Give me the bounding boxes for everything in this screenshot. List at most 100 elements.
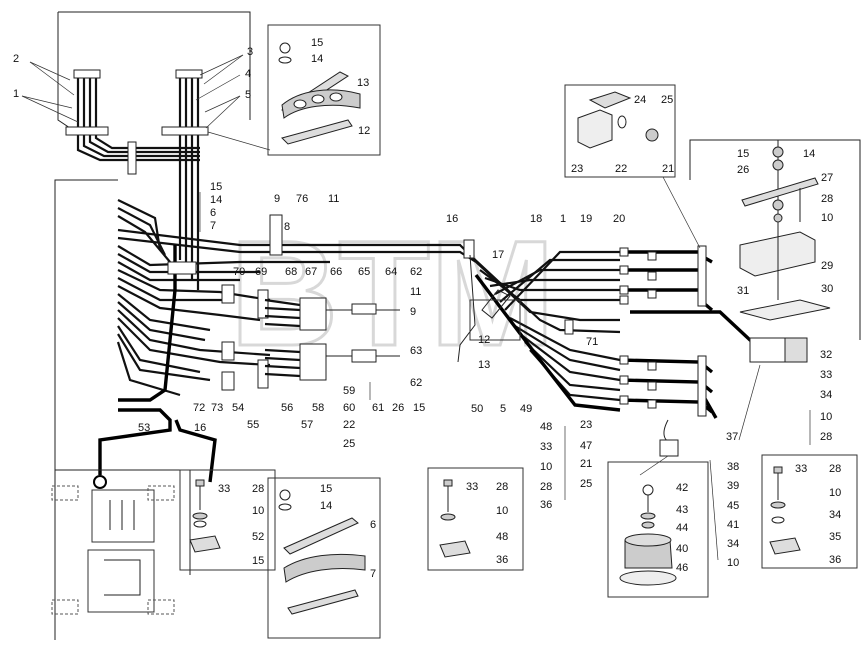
callout-label: 18 bbox=[530, 213, 542, 225]
callout-label: 24 bbox=[634, 94, 646, 106]
callout-label: 10 bbox=[820, 411, 832, 423]
callout-label: 36 bbox=[496, 554, 508, 566]
callout-label: 76 bbox=[296, 193, 308, 205]
callout-label: 35 bbox=[829, 531, 841, 543]
leader-lines bbox=[199, 192, 811, 561]
callout-label: 21 bbox=[580, 458, 592, 470]
vehicle-outline bbox=[51, 469, 191, 615]
callout-label: 16 bbox=[194, 422, 206, 434]
callout-label: 30 bbox=[821, 283, 833, 295]
callout-label: 36 bbox=[540, 499, 552, 511]
callout-label: 34 bbox=[820, 389, 832, 401]
callout-label: 13 bbox=[357, 77, 369, 89]
callout-label: 14 bbox=[311, 53, 323, 65]
callout-labels: 2 1 3 4 5 15 14 13 12 15 14 6 7 9 76 11 … bbox=[13, 37, 841, 580]
callout-label: 9 bbox=[410, 306, 416, 318]
callout-label: 19 bbox=[580, 213, 592, 225]
callout-label: 33 bbox=[795, 463, 807, 475]
callout-label: 40 bbox=[676, 543, 688, 555]
callout-label: 47 bbox=[580, 440, 592, 452]
callout-label: 5 bbox=[245, 89, 251, 101]
callout-label: 28 bbox=[252, 483, 264, 495]
detail-box-clamp-top bbox=[267, 24, 381, 156]
callout-label: 49 bbox=[520, 403, 532, 415]
callout-label: 13 bbox=[478, 359, 490, 371]
callout-label: 52 bbox=[252, 531, 264, 543]
callout-label: 15 bbox=[210, 181, 222, 193]
callout-label: 15 bbox=[737, 148, 749, 160]
callout-label: 2 bbox=[13, 53, 19, 65]
callout-label: 57 bbox=[301, 419, 313, 431]
bolt-detail-left bbox=[179, 469, 276, 571]
callout-label: 34 bbox=[829, 509, 841, 521]
callout-label: 15 bbox=[320, 483, 332, 495]
callout-label: 1 bbox=[560, 213, 566, 225]
callout-label: 28 bbox=[821, 193, 833, 205]
callout-label: 68 bbox=[285, 266, 297, 278]
callout-label: 4 bbox=[245, 68, 251, 80]
callout-label: 23 bbox=[571, 163, 583, 175]
callout-label: 10 bbox=[496, 505, 508, 517]
bolt-detail-mid bbox=[427, 467, 524, 571]
callout-label: 32 bbox=[820, 349, 832, 361]
callout-label: 12 bbox=[478, 334, 490, 346]
callout-label: 14 bbox=[320, 500, 332, 512]
callout-label: 25 bbox=[580, 478, 592, 490]
callout-label: 73 bbox=[211, 402, 223, 414]
callout-label: 71 bbox=[586, 336, 598, 348]
callout-label: 9 bbox=[274, 193, 280, 205]
callout-label: 50 bbox=[471, 403, 483, 415]
top-left-harness bbox=[21, 11, 271, 290]
callout-label: 11 bbox=[410, 286, 421, 298]
callout-label: 17 bbox=[492, 249, 504, 261]
callout-label: 28 bbox=[829, 463, 841, 475]
callout-label: 28 bbox=[820, 431, 832, 443]
callout-label: 53 bbox=[138, 422, 150, 434]
callout-label: 29 bbox=[821, 260, 833, 272]
callout-label: 41 bbox=[727, 519, 739, 531]
callout-label: 42 bbox=[676, 482, 688, 494]
callout-label: 61 bbox=[372, 402, 384, 414]
callout-label: 33 bbox=[820, 369, 832, 381]
callout-label: 69 bbox=[255, 266, 267, 278]
callout-label: 14 bbox=[803, 148, 815, 160]
callout-label: 27 bbox=[821, 172, 833, 184]
callout-label: 22 bbox=[343, 419, 355, 431]
callout-label: 48 bbox=[540, 421, 552, 433]
callout-label: 3 bbox=[247, 46, 253, 58]
callout-label: 38 bbox=[727, 461, 739, 473]
callout-label: 6 bbox=[370, 519, 376, 531]
callout-label: 31 bbox=[737, 285, 749, 297]
callout-label: 43 bbox=[676, 504, 688, 516]
right-harness bbox=[457, 239, 808, 476]
callout-label: 12 bbox=[358, 125, 370, 137]
callout-label: 7 bbox=[370, 568, 376, 580]
callout-label: 26 bbox=[737, 164, 749, 176]
mount-detail bbox=[607, 461, 709, 598]
callout-label: 15 bbox=[311, 37, 323, 49]
callout-label: 15 bbox=[252, 555, 264, 567]
callout-label: 36 bbox=[829, 554, 841, 566]
callout-label: 14 bbox=[210, 194, 222, 206]
callout-label: 28 bbox=[540, 481, 552, 493]
callout-label: 33 bbox=[540, 441, 552, 453]
callout-label: 6 bbox=[210, 207, 216, 219]
callout-label: 7 bbox=[210, 220, 216, 232]
callout-label: 67 bbox=[305, 266, 317, 278]
callout-label: 54 bbox=[232, 402, 244, 414]
bolt-detail-right bbox=[761, 454, 858, 569]
callout-label: 22 bbox=[615, 163, 627, 175]
callout-label: 45 bbox=[727, 500, 739, 512]
callout-label: 46 bbox=[676, 562, 688, 574]
callout-label: 11 bbox=[328, 193, 339, 205]
callout-label: 10 bbox=[540, 461, 552, 473]
callout-label: 5 bbox=[500, 403, 506, 415]
callout-label: 60 bbox=[343, 402, 355, 414]
callout-label: 59 bbox=[343, 385, 355, 397]
callout-label: 33 bbox=[218, 483, 230, 495]
callout-label: 64 bbox=[385, 266, 397, 278]
callout-label: 55 bbox=[247, 419, 259, 431]
callout-label: 39 bbox=[727, 480, 739, 492]
callout-label: 20 bbox=[613, 213, 625, 225]
